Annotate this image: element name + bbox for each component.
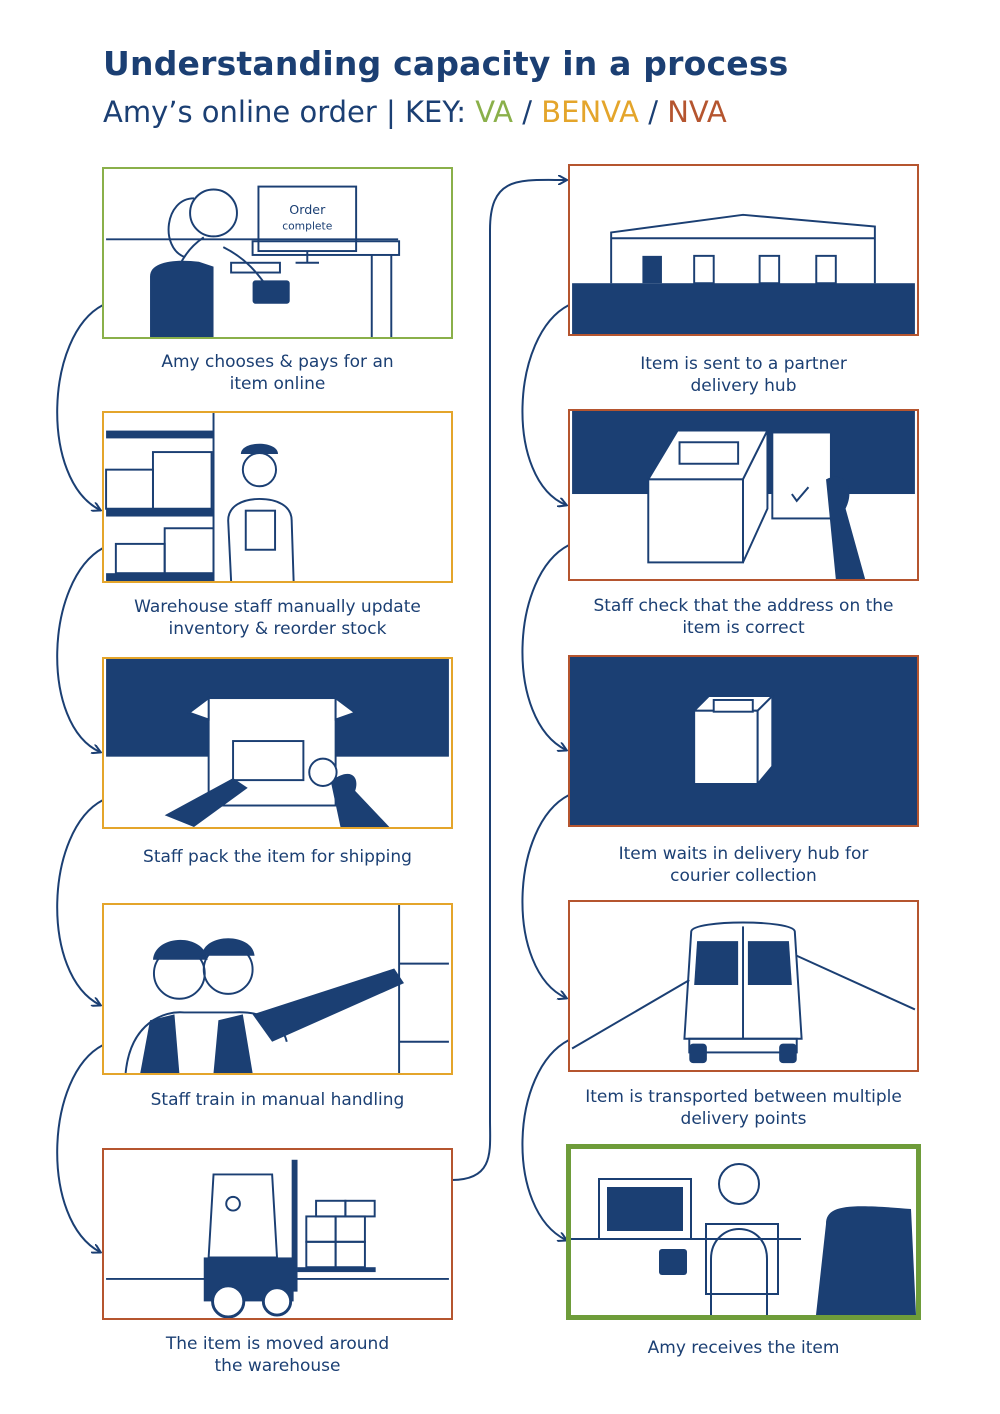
- arrow-1-2: [56, 304, 104, 510]
- key-separator: /: [638, 95, 668, 129]
- waiting-box-illustration: [691, 693, 775, 787]
- arrow-4-5: [56, 1044, 104, 1252]
- subtitle-prefix: Amy’s online order | KEY:: [103, 95, 476, 129]
- page-title: Understanding capacity in a process: [103, 44, 789, 83]
- step-7-panel: [568, 409, 919, 581]
- step-4-caption: Staff train in manual handling: [150, 1090, 405, 1110]
- screen-text-line-2: complete: [282, 220, 333, 233]
- step-8-panel: [568, 655, 919, 827]
- arrow-6-7: [521, 304, 570, 505]
- arrow-3-4: [56, 799, 104, 1005]
- arrow-8-9: [521, 794, 570, 998]
- step-2-caption: Warehouse staff manually update inventor…: [134, 597, 421, 639]
- step-3-caption: Staff pack the item for shipping: [143, 847, 412, 867]
- screen-text-line-1: Order: [289, 202, 326, 217]
- step-2-panel: [102, 411, 453, 583]
- step-10-panel: [566, 1144, 921, 1320]
- step-6-caption: Item is sent to a partner delivery hub: [640, 354, 847, 396]
- address-check-illustration: [572, 411, 915, 579]
- delivery-hub-building-illustration: [572, 213, 915, 334]
- step-1-panel: Order complete: [102, 167, 453, 339]
- delivery-van-illustration: [571, 921, 916, 1064]
- key-benva: BENVA: [541, 95, 639, 129]
- person-receives-item-illustration: [571, 1163, 916, 1315]
- key-va: VA: [475, 95, 514, 129]
- arrow-7-8: [521, 544, 570, 750]
- arrow-9-10: [521, 1039, 570, 1240]
- page-subtitle: Amy’s online order | KEY: VA / BENVA / N…: [103, 95, 727, 129]
- step-5-caption: The item is moved around the warehouse: [165, 1334, 390, 1376]
- step-5-panel: [102, 1148, 453, 1320]
- step-9-panel: [568, 900, 919, 1072]
- step-3-panel: [102, 657, 453, 829]
- arrow-2-3: [56, 547, 104, 752]
- key-nva: NVA: [667, 95, 727, 129]
- key-separator: /: [513, 95, 542, 129]
- staff-training-illustration: [124, 905, 449, 1073]
- forklift-illustration: [106, 1159, 449, 1318]
- step-10-caption: Amy receives the item: [647, 1338, 840, 1358]
- step-7-caption: Staff check that the address on the item…: [593, 596, 894, 638]
- step-6-panel: [568, 164, 919, 336]
- person-at-computer-illustration: Order complete: [106, 185, 401, 337]
- arrow-5-6: [451, 180, 566, 1181]
- packing-box-illustration: [106, 659, 449, 827]
- step-4-panel: [102, 903, 453, 1075]
- step-1-caption: Amy chooses & pays for an item online: [161, 352, 394, 394]
- step-9-caption: Item is transported between multiple del…: [585, 1087, 902, 1129]
- step-8-caption: Item waits in delivery hub for courier c…: [618, 844, 869, 886]
- warehouse-staff-illustration: [105, 413, 295, 581]
